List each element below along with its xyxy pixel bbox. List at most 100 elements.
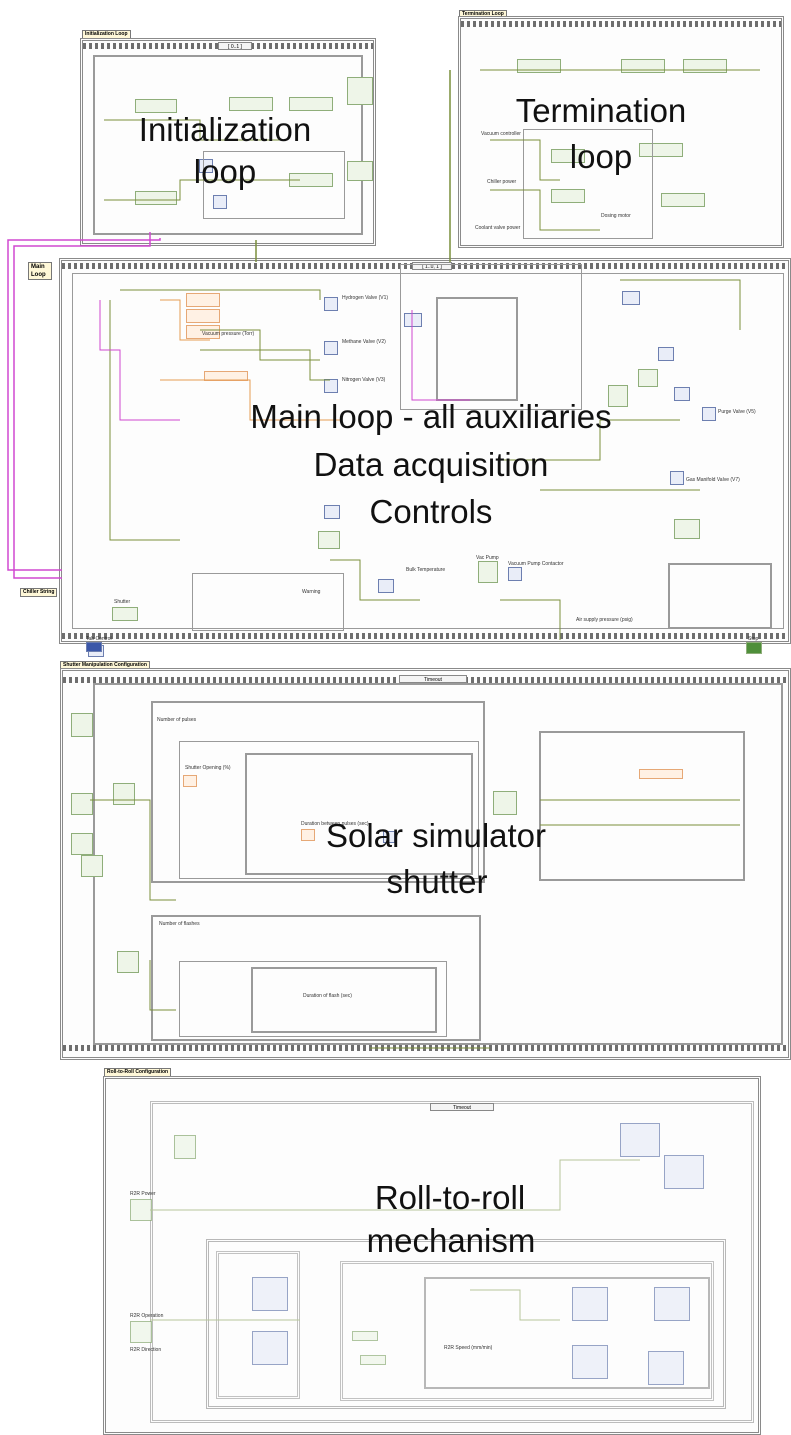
- pulses-sequence: [245, 753, 473, 875]
- vacuum-pump-contactor: [508, 567, 522, 581]
- bulk-temperature-label: Bulk Temperature: [406, 567, 446, 573]
- shutter-true-case: [539, 731, 745, 881]
- nitrogen-valve-indicator: [324, 379, 338, 393]
- inner-case-structure: [203, 151, 345, 219]
- warning-case-frame: [192, 573, 344, 631]
- mfc-emergency-relay: [674, 387, 690, 401]
- mfc-case-frame: [400, 264, 582, 410]
- mfc-blower-relay: [658, 347, 674, 361]
- dozer-motor-direction-block: [135, 191, 177, 205]
- wait-timer: [383, 831, 395, 843]
- tab-control-label: Tab Control: [86, 636, 112, 642]
- data-wire: [490, 189, 600, 231]
- case-selector[interactable]: [ 1..0, 1 ]: [412, 262, 452, 270]
- termination-loop-frame: Vacuum controller Chiller power Coolant …: [458, 16, 784, 248]
- flashes-for-loop: [179, 961, 447, 1037]
- shutter-gt-block: [493, 791, 517, 815]
- motor-step-indicator: [654, 1287, 690, 1321]
- motor2-power-indicator: [620, 1123, 660, 1157]
- r2r-speed-label: R2R Speed (mm/min): [444, 1345, 493, 1351]
- timer-block: [199, 159, 213, 173]
- shutter-overlay-line1: Solar simulator: [325, 817, 547, 854]
- roll-overlay-line1: Roll-to-roll: [374, 1179, 526, 1216]
- roll-overlay-line2: mechanism: [366, 1222, 536, 1259]
- flashes-sequence: [251, 967, 437, 1033]
- motor-step-indicator: [572, 1345, 608, 1379]
- source-type-time-block: [174, 1135, 196, 1159]
- r2r-direction-local: [360, 1355, 386, 1365]
- speed-case: [424, 1277, 710, 1389]
- dozer-motor-step-block: [229, 97, 273, 111]
- data-wire: [90, 799, 176, 901]
- stop-button[interactable]: [746, 642, 762, 654]
- operation-case-frame: [206, 1239, 726, 1409]
- gas-manifold-indicator: [670, 471, 684, 485]
- main-tab-frame: [72, 273, 784, 629]
- duration-between-pulses-label: Duration between pulses (sec): [301, 821, 369, 827]
- pulses-for-loop: [179, 741, 479, 879]
- case-selector[interactable]: [ 0..1 ]: [218, 42, 252, 50]
- chiller-relay-block: [551, 149, 585, 163]
- blower-status-block: [638, 369, 658, 387]
- pulses-case-frame: [151, 701, 485, 883]
- vacuum-controller-block: [347, 77, 373, 105]
- nitrogen-valve-label: Nitrogen Valve (V3): [342, 377, 386, 383]
- hydrogen-valve-indicator: [324, 297, 338, 311]
- loop-border-stripe: [62, 633, 788, 639]
- motor-step-indicator: [648, 1351, 684, 1385]
- data-wire: [109, 300, 180, 541]
- number-of-pulses-label: Number of pulses: [157, 717, 197, 723]
- coolant-valve-power-label: Coolant valve power: [475, 225, 521, 231]
- data-wire: [120, 289, 321, 300]
- timeout-case-selector[interactable]: Timeout: [399, 675, 467, 683]
- bulk-temperature-indicator: [378, 579, 394, 593]
- data-wire: [620, 279, 741, 330]
- motor1-direction2-indicator: [252, 1331, 288, 1365]
- speed-sequence: [340, 1261, 714, 1401]
- tab-control-icon[interactable]: [86, 642, 102, 652]
- data-wire: [200, 329, 320, 361]
- instruments-relay-block: [639, 143, 683, 157]
- vacuum-pump-contactor-label: Vacuum Pump Contactor: [508, 561, 564, 567]
- shutter-control: [112, 607, 138, 621]
- air-supply-pressure-label: Air supply pressure (psig): [576, 617, 633, 623]
- stop-label: Stop: [748, 636, 759, 642]
- shutter-opening-label: Shutter Opening (%): [185, 765, 231, 771]
- pressure-controls-block: [186, 293, 220, 307]
- main-loop-title: Main Loop: [28, 262, 52, 280]
- shutter-label: Shutter: [114, 599, 131, 605]
- duration-of-flash-label: Duration of flash (sec): [303, 993, 352, 999]
- timer-block: [213, 195, 227, 209]
- direction-sequence: [216, 1251, 300, 1399]
- number-of-flashes-label: Number of flashes: [159, 921, 200, 927]
- flashes-case-frame: [151, 915, 481, 1041]
- exhaust-temp-block: [318, 531, 340, 549]
- initialization-loop-overlay-line1: Initialization: [138, 111, 312, 148]
- start-flashes-control: [117, 951, 139, 973]
- data-wire: [200, 349, 330, 381]
- r2r-operation-control: [130, 1321, 152, 1343]
- purge-valve-indicator: [702, 407, 716, 421]
- motor-step-indicator: [572, 1287, 608, 1321]
- data-wire: [150, 1159, 640, 1211]
- initialization-loop-frame: [ 0..1 ]: [80, 38, 376, 246]
- vac-pump-block: [478, 561, 498, 583]
- manual-shutter-control: [71, 833, 93, 855]
- motor1-direction-indicator: [252, 1277, 288, 1311]
- r2r-operation-label: R2R Operation: [130, 1313, 164, 1319]
- data-wire: [104, 119, 280, 141]
- gas-manifold-label: Gas Manifold Valve (V7): [686, 477, 740, 483]
- source-type-time-block: [71, 713, 93, 737]
- dozer-motor-direction-block: [135, 99, 177, 113]
- true-case-frame: [668, 563, 772, 629]
- pressure-wire: [160, 379, 340, 421]
- error-wire: [411, 310, 470, 401]
- initialization-loop-overlay-line2: loop: [193, 153, 257, 190]
- methane-valve-label: Methane Valve (V2): [342, 339, 386, 345]
- main-loop-overlay-line2: Data acquisition: [313, 446, 549, 483]
- hydrogen-valve-label: Hydrogen Valve (V1): [342, 295, 389, 301]
- dosing-motor-label: Dosing motor: [601, 213, 631, 219]
- mfc-dc-voltage-indicator: [622, 291, 640, 305]
- timeout-case-selector[interactable]: Timeout: [430, 1103, 494, 1111]
